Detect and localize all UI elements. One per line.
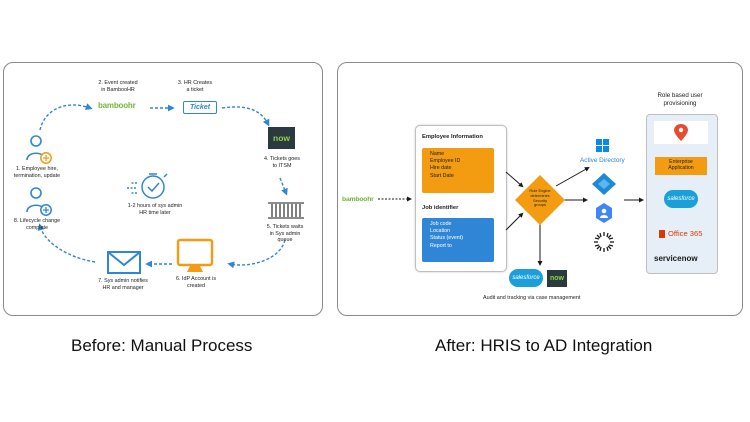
field-name: Name (430, 151, 445, 157)
employee-fields: Name Employee ID Hire date Start Date (430, 151, 460, 180)
field-location: Location (430, 228, 451, 235)
job-fields: Job code Location Status (event) Report … (430, 221, 463, 250)
azure-ad-icon (592, 173, 616, 195)
enterprise-application-card (655, 157, 707, 175)
arrow-ticket-to-itsm (221, 106, 270, 127)
bamboohr-logo: bamboohr (98, 101, 136, 110)
arrow-itsm-to-queue (279, 177, 288, 196)
job-info-box (422, 218, 494, 262)
bamboohr-logo-right: bamboohr (342, 196, 374, 203)
employee-info-box (422, 148, 494, 193)
servicenow-now-logo-right: now (547, 270, 567, 287)
rule-engine-diamond (515, 175, 565, 225)
servicenow-label: servicenow (654, 254, 698, 263)
arrow-queue-to-idp (227, 239, 286, 269)
before-caption: Before: Manual Process (71, 336, 253, 355)
ticket-icon: Ticket (183, 101, 217, 114)
field-start-date: Start Date (430, 172, 454, 179)
after-caption: After: HRIS to AD Integration (435, 336, 653, 355)
field-hire-date: Hire date (430, 165, 452, 172)
field-employee-id: Employee ID (430, 158, 461, 165)
salesforce-logo-provisioning: salesforce (664, 190, 698, 208)
before-panel (3, 62, 323, 316)
servicenow-now-logo: now (268, 127, 295, 149)
arrow-rule-to-ad (555, 167, 590, 187)
okta-sunburst-icon (594, 232, 614, 252)
arrow-employee-to-rule (505, 171, 524, 188)
field-status: Status (event) (430, 235, 463, 242)
office365-label: Office 365 (668, 229, 703, 238)
field-report-to: Report to (430, 242, 452, 249)
arrow-notify-to-lifecycle (37, 223, 96, 263)
windows-logo-icon (596, 139, 610, 153)
arrow-job-to-rule (505, 212, 524, 231)
arrow-employee-to-event (39, 103, 93, 131)
field-job-code: Job code (430, 221, 452, 227)
job-identifier-title: Job identifier (422, 205, 459, 211)
active-directory-label: Active Directory (580, 157, 625, 164)
step-employee-label: 1. Employee hire,termination, update (13, 166, 61, 179)
employee-info-title: Employee Information (422, 134, 483, 140)
audit-tracking-label: Audit and tracking via case management (483, 295, 581, 301)
google-cloud-identity-icon (596, 203, 612, 223)
salesforce-logo: salesforce (509, 269, 543, 287)
office365-icon (659, 230, 665, 238)
